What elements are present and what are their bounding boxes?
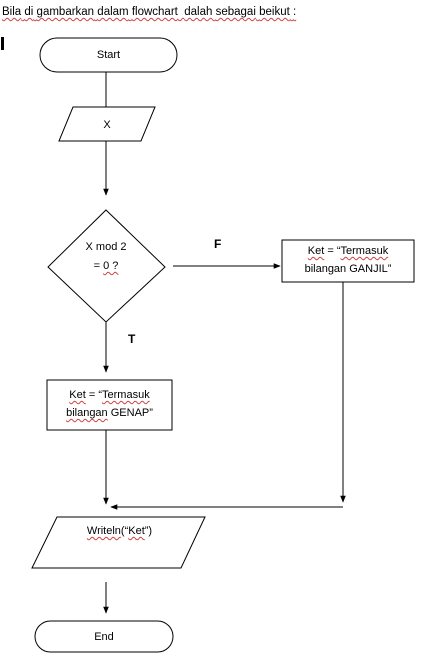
intro-word: dalah	[184, 6, 213, 18]
ganjil-ket: Ket	[307, 245, 325, 257]
genap-line-2: bilangan GENAP”	[47, 404, 172, 422]
start-label: Start	[96, 49, 121, 61]
genap-termasuk: Termasuk	[102, 389, 150, 401]
false-branch-label: F	[214, 237, 222, 251]
ganjil-termasuk: Termasuk	[340, 245, 389, 257]
intro-word: di	[24, 6, 34, 18]
input-parallelogram	[58, 106, 156, 142]
genap-eq: = “	[85, 389, 103, 401]
genap-process-box	[46, 379, 173, 431]
intro-word: Bila	[2, 6, 22, 18]
true-branch-label: T	[128, 332, 136, 346]
intro-word: sebagai	[215, 6, 256, 18]
intro-word: :	[292, 6, 297, 18]
decision-zero: 0 ?	[103, 260, 119, 272]
output-writeln: Writeln	[86, 525, 121, 537]
decision-label: X mod 2 = 0 ?	[60, 238, 152, 276]
ganjil-line-1: Ket = “Termasuk	[282, 242, 414, 260]
genap-ket: Ket	[69, 389, 86, 401]
intro-word: flowchart	[131, 6, 178, 18]
decision-line-1: X mod 2	[85, 241, 127, 253]
end-terminator	[34, 620, 174, 653]
text-cursor	[1, 37, 4, 50]
intro-text: Bila di gambarkan dalam flowchart dalah …	[2, 6, 296, 18]
start-terminator	[39, 37, 178, 73]
decision-line-2: = 0 ?	[60, 257, 152, 276]
ganjil-process-box	[281, 239, 415, 283]
input-label: X	[103, 119, 111, 131]
intro-word: gambarkan	[36, 6, 95, 18]
output-ket: Ket	[128, 525, 145, 537]
output-open: (“	[120, 525, 129, 537]
genap-line-1: Ket = “Termasuk	[47, 386, 172, 404]
output-parallelogram	[31, 516, 206, 569]
intro-word: beikut	[259, 6, 290, 18]
genap-bilangan: bilangan	[66, 407, 108, 419]
decision-eq: =	[93, 260, 104, 272]
ganjil-eq: = “	[324, 245, 341, 257]
genap-word: GENAP”	[107, 407, 153, 419]
intro-word: dalam	[97, 6, 129, 18]
ganjil-line-2: bilangan GANJIL”	[304, 263, 392, 275]
genap-label: Ket = “Termasuk bilangan GENAP”	[47, 386, 172, 422]
ganjil-label: Ket = “Termasuk bilangan GANJIL”	[282, 242, 414, 278]
output-close: ”)	[144, 525, 153, 537]
end-label: End	[94, 631, 114, 643]
output-label: Writeln(“Ket”)	[32, 522, 207, 540]
